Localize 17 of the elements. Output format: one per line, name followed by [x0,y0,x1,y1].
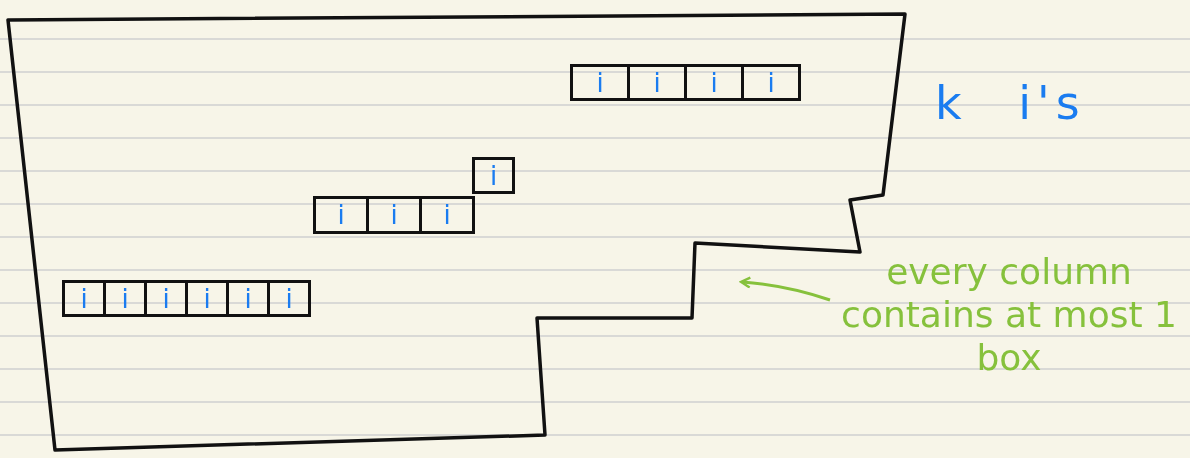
array-cell: i [741,64,801,101]
array-cell: i [313,196,369,234]
array-cell: i [366,196,422,234]
array-cell: i [103,280,147,317]
array-cell: i [144,280,188,317]
arrow [739,276,831,302]
annotation-label: k i's [935,76,1086,130]
array-cell: i [185,280,229,317]
array-cell: i [62,280,106,317]
array-cell: i [684,64,744,101]
annotation-text: every column contains at most 1 box [830,250,1188,380]
array-cell: i [570,64,630,101]
array-cell: i [267,280,311,317]
array-cell: i [472,157,515,194]
array-cell: i [226,280,270,317]
array-cell: i [419,196,475,234]
array-cell: i [627,64,687,101]
